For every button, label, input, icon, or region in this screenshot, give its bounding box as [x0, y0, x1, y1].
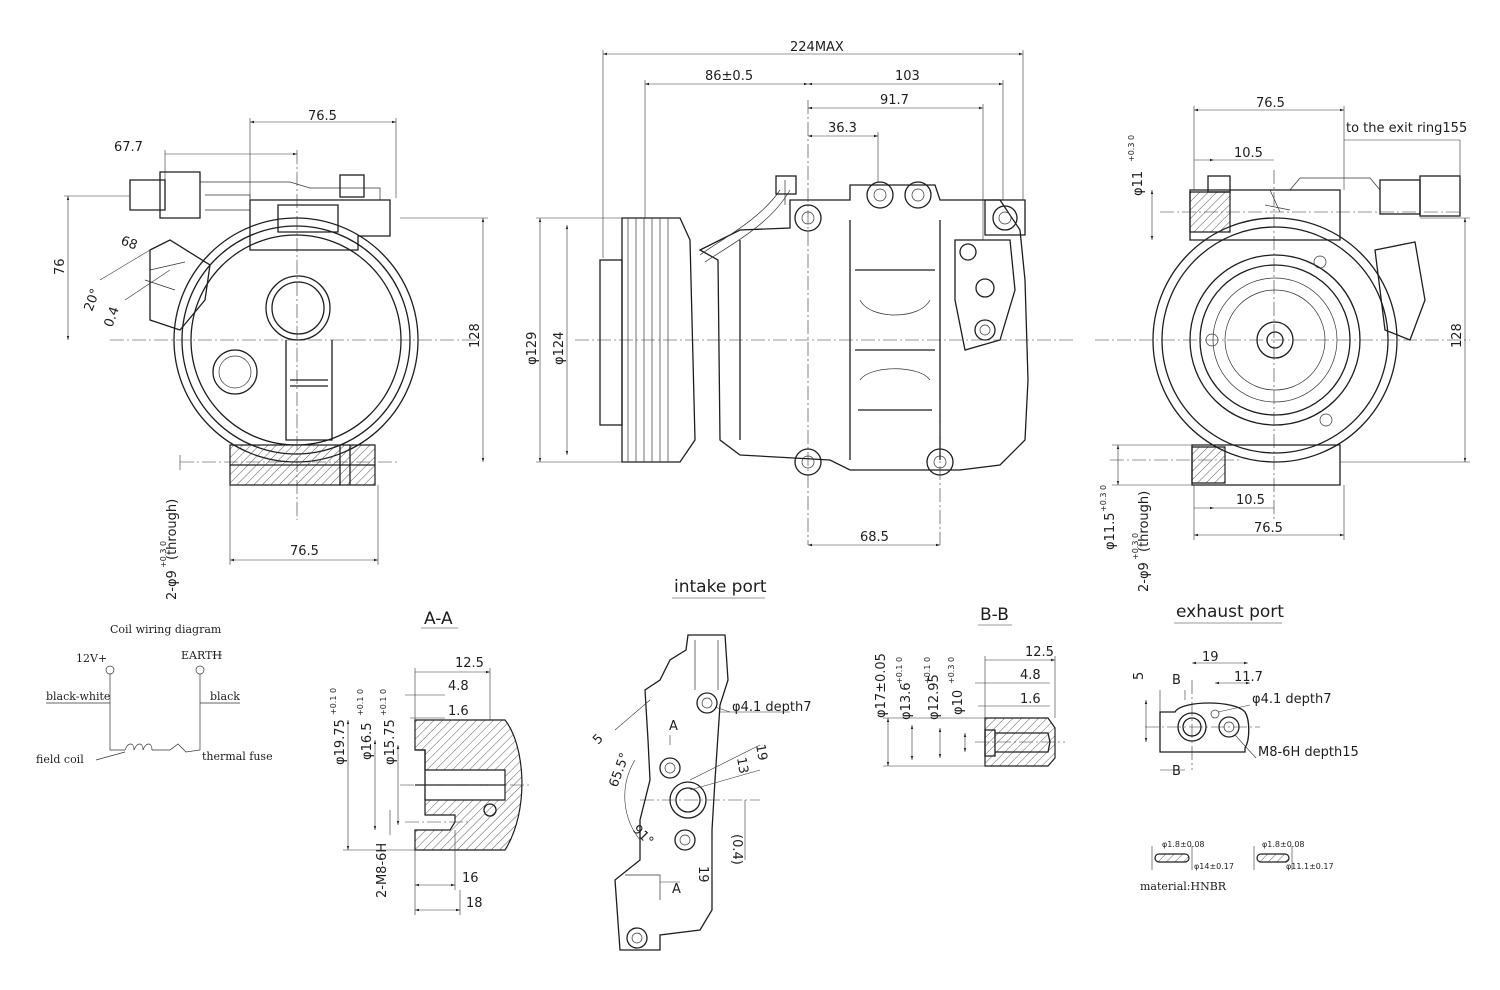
coil-earth: EARTH	[181, 649, 222, 662]
intake-hole: φ4.1 depth7	[732, 700, 812, 715]
exhaust-dim-19: 19	[1202, 650, 1219, 665]
rear-dim-top: 76.5	[1256, 96, 1285, 111]
exhaust-dim-117: 11.7	[1234, 670, 1263, 685]
section-a-a: A-A 12.5 4.8 1.6 φ19.75 +0.1 0 φ16.5 +0.…	[329, 609, 530, 915]
bb-dim-16: 1.6	[1020, 692, 1041, 707]
intake-dim-13: 13	[733, 756, 751, 775]
bb-dim-136: φ13.6	[899, 682, 914, 720]
rear-dim-105-top: 10.5	[1234, 146, 1263, 161]
side-view: 224MAX 86±0.5 103 91.7 36.3 φ129 φ124 68…	[525, 40, 1075, 547]
rear-dim-11: φ11	[1131, 171, 1146, 196]
coil-black: black	[210, 690, 240, 703]
bb-dim-136-tol: +0.1 0	[895, 657, 904, 684]
bb-dim-10-tol: +0.3 0	[947, 657, 956, 684]
coil-black-white: black-white	[46, 690, 110, 703]
intake-dim-19b: 19	[695, 866, 710, 883]
aa-dim-16b: 16	[462, 871, 479, 886]
oring2-bottom: φ11.1±0.17	[1286, 862, 1334, 871]
bb-dim-17: φ17±0.05	[874, 653, 889, 718]
rear-view: 76.5 10.5 to the exit ring155 φ11 +0.3 0…	[1095, 96, 1470, 592]
exhaust-thread: M8-6H depth15	[1258, 745, 1359, 760]
front-hole-suffix: (through)	[165, 499, 180, 560]
intake-mark-a2: A	[672, 882, 681, 897]
rear-hole-note: 2-φ9	[1137, 562, 1152, 592]
aa-dim-18: 18	[466, 896, 483, 911]
exhaust-mark-b2: B	[1172, 764, 1181, 779]
front-dim-bottom: 76.5	[290, 544, 319, 559]
rear-dim-105-bottom: 10.5	[1236, 493, 1265, 508]
exhaust-dim-5: 5	[1132, 672, 1147, 680]
front-dim-20: 20°	[82, 287, 104, 314]
intake-dim-5: 5	[590, 731, 606, 747]
aa-dim-1575-tol: +0.1 0	[379, 689, 388, 716]
rear-dim-11-tol: +0.3 0	[1127, 135, 1136, 162]
front-view: 76.5 67.7 76 68 20° 0.4 128 76.5 2-φ9 +0…	[53, 109, 488, 600]
rear-hole-tol: +0.3 0	[1131, 533, 1140, 560]
front-dim-128: 128	[468, 323, 483, 348]
aa-dim-1975: φ19.75	[333, 719, 348, 765]
rear-dim-115: φ11.5	[1103, 512, 1118, 550]
aa-title: A-A	[424, 609, 453, 629]
front-hole-note: 2-φ9	[165, 570, 180, 600]
aa-dim-1975-tol: +0.1 0	[329, 688, 338, 715]
intake-title: intake port	[674, 577, 767, 597]
exhaust-port: exhaust port B B 5 19 11.7 φ4.1 depth7 M…	[1132, 602, 1359, 779]
front-dim-top: 76.5	[308, 109, 337, 124]
coil-12v: 12V+	[76, 652, 107, 665]
exhaust-title: exhaust port	[1176, 602, 1284, 622]
intake-dim-91: 91°	[629, 822, 656, 849]
coil-title: Coil wiring diagram	[110, 623, 222, 636]
intake-port: intake port A A 5 φ4.1 depth7 65.5° 19 1…	[590, 577, 812, 951]
aa-dim-16: 1.6	[448, 704, 469, 719]
front-dim-67: 67.7	[114, 140, 143, 155]
coil-field-coil: field coil	[36, 753, 84, 766]
oring1-top: φ1.8±0.08	[1162, 840, 1205, 849]
exhaust-mark-b1: B	[1172, 673, 1181, 688]
intake-mark-a1: A	[669, 719, 678, 734]
bb-dim-48: 4.8	[1020, 668, 1041, 683]
side-dim-685: 68.5	[860, 530, 889, 545]
rear-hole-suffix: (through)	[1137, 491, 1152, 552]
coil-wiring-diagram: Coil wiring diagram 12V+ EARTH black-whi…	[36, 623, 273, 766]
side-dim-129: φ129	[525, 332, 540, 365]
side-dim-124: φ124	[552, 332, 567, 365]
bb-dim-10: φ10	[951, 690, 966, 715]
rear-dim-765-bottom: 76.5	[1254, 521, 1283, 536]
o-rings: φ1.8±0.08 φ14±0.17 material:HNBR φ1.8±0.…	[1140, 840, 1334, 893]
rear-dim-115-tol: +0.3 0	[1099, 485, 1108, 512]
front-dim-04: 0.4	[102, 305, 123, 330]
oring-material: material:HNBR	[1140, 880, 1227, 893]
intake-dim-655: 65.5°	[607, 751, 633, 789]
bb-dim-125: 12.5	[1025, 645, 1054, 660]
bb-title: B-B	[980, 605, 1009, 625]
oring1-bottom: φ14±0.17	[1194, 862, 1234, 871]
section-b-b: B-B 12.5 4.8 1.6 φ17±0.05 φ13.6 +0.1 0 φ…	[874, 605, 1065, 767]
side-dim-86: 86±0.5	[705, 69, 753, 84]
coil-thermal-fuse: thermal fuse	[202, 750, 273, 763]
aa-dim-125: 12.5	[455, 656, 484, 671]
rear-dim-128: 128	[1450, 323, 1465, 348]
front-dim-76: 76	[53, 258, 68, 275]
aa-dim-48: 4.8	[448, 679, 469, 694]
side-dim-363: 36.3	[828, 121, 857, 136]
aa-dim-165: φ16.5	[360, 722, 375, 760]
side-dim-917: 91.7	[880, 93, 909, 108]
rear-exit-note: to the exit ring155	[1346, 121, 1467, 136]
front-hole-tol: +0.3 0	[159, 541, 168, 568]
bb-dim-1295: φ12.95	[927, 674, 942, 720]
front-dim-68: 68	[119, 234, 140, 254]
intake-dim-19a: 19	[752, 743, 770, 762]
exhaust-hole: φ4.1 depth7	[1252, 692, 1332, 707]
aa-thread: 2-M8-6H	[375, 843, 390, 898]
side-dim-103: 103	[895, 69, 920, 84]
aa-dim-1575: φ15.75	[383, 719, 398, 765]
intake-dim-04: (0.4)	[729, 834, 744, 865]
oring2-top: φ1.8±0.08	[1262, 840, 1305, 849]
bb-dim-1295-tol: +0.1 0	[923, 657, 932, 684]
aa-dim-165-tol: +0.1 0	[356, 689, 365, 716]
side-dim-224: 224MAX	[790, 40, 844, 55]
